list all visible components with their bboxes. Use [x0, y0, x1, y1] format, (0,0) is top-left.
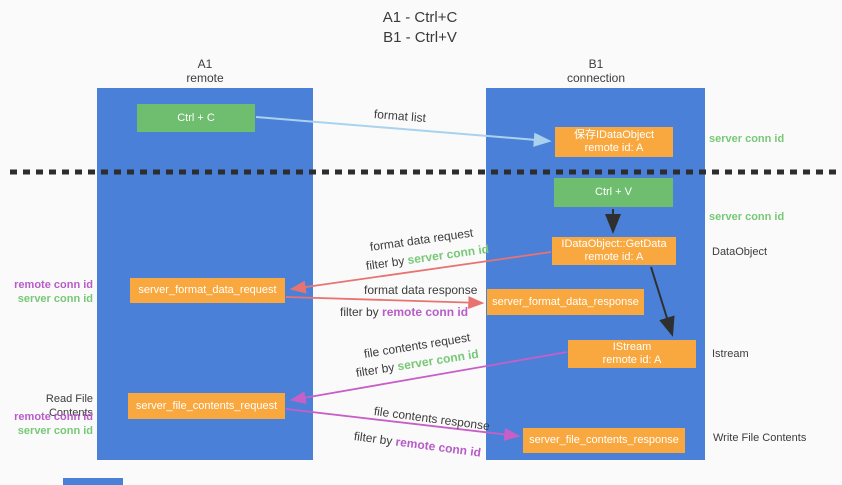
right-column-header: B1 connection [536, 57, 656, 85]
format-data-response-arrow [285, 296, 485, 310]
format-data-response-text: format data response [364, 283, 478, 297]
diagram-title: A1 - Ctrl+C B1 - Ctrl+V [320, 8, 520, 48]
server-conn-id-label-mid: server conn id [709, 211, 785, 223]
getdata-line1: IDataObject::GetData [561, 238, 667, 250]
filter-by-text: filter by [365, 253, 406, 273]
format-list-text: format list [373, 107, 427, 126]
filter-by-text: filter by [354, 360, 396, 380]
server-conn-id-label-1: server conn id [17, 293, 93, 305]
ctrl-v-label: Ctrl + V [595, 186, 632, 198]
file-contents-response-label: file contents response [373, 404, 491, 433]
right-column-name: B1 [588, 57, 604, 71]
remote-conn-id-label-1: remote conn id [14, 279, 93, 291]
ctrl-v-node: Ctrl + V [554, 178, 673, 207]
title-line-1: A1 - Ctrl+C [382, 9, 458, 26]
server-file-contents-response-node: server_file_contents_response [523, 428, 685, 453]
getdata-node: IDataObject::GetData remote id: A [552, 237, 676, 265]
istream-line2: remote id: A [602, 354, 662, 366]
save-dataobject-line1: 保存IDataObject [573, 129, 655, 141]
file-contents-response-text: file contents response [373, 404, 491, 434]
ctrl-c-label: Ctrl + C [177, 111, 215, 124]
server-conn-id-label-2: server conn id [17, 425, 93, 437]
file-contents-response-filter-label: filter by remote conn id [353, 429, 482, 460]
left-column-subtitle: remote [186, 71, 224, 85]
right-column-subtitle: connection [566, 71, 626, 85]
save-dataobject-node: 保存IDataObject remote id: A [555, 127, 673, 157]
title-line-2: B1 - Ctrl+V [383, 29, 457, 46]
server-format-data-request-label: server_format_data_request [138, 284, 277, 296]
format-list-label: format list [373, 107, 426, 125]
remote-conn-id-text: remote conn id [394, 434, 482, 460]
server-format-data-response-node: server_format_data_response [487, 289, 644, 315]
bottom-blue-fragment [63, 478, 123, 485]
save-dataobject-line2: remote id: A [584, 142, 644, 154]
filter-by-text: filter by [340, 305, 379, 319]
left-column-name: A1 [197, 57, 213, 71]
remote-conn-id-text: remote conn id [382, 305, 469, 319]
server-conn-id-label-top: server conn id [709, 133, 785, 145]
write-file-contents-label: Write File Contents [713, 432, 807, 444]
istream-node: IStream remote id: A [568, 340, 696, 368]
remote-conn-id-label-2: remote conn id [14, 411, 93, 423]
server-format-data-response-label: server_format_data_response [492, 295, 639, 308]
istream-side-label: Istream [712, 348, 749, 360]
left-column-header: A1 remote [145, 57, 265, 85]
format-data-response-filter-label: filter by remote conn id [340, 305, 468, 319]
server-file-contents-request-node: server_file_contents_request [128, 393, 285, 419]
server-file-contents-response-label: server_file_contents_response [529, 434, 679, 446]
ctrl-c-node: Ctrl + C [137, 104, 255, 132]
server-format-data-request-node: server_format_data_request [130, 278, 285, 303]
server-file-contents-request-label: server_file_contents_request [135, 399, 278, 412]
left-conn-id-stack-1: remote conn id server conn id [0, 278, 93, 306]
format-data-response-label: format data response [364, 283, 477, 297]
getdata-line2: remote id: A [584, 251, 644, 263]
filter-by-text: filter by [353, 429, 394, 448]
istream-line1: IStream [612, 341, 652, 353]
read-file-contents-label: Read File Contents [45, 393, 93, 419]
dataobject-label: DataObject [712, 246, 768, 258]
left-conn-id-stack-2: remote conn id server conn id [0, 410, 93, 438]
